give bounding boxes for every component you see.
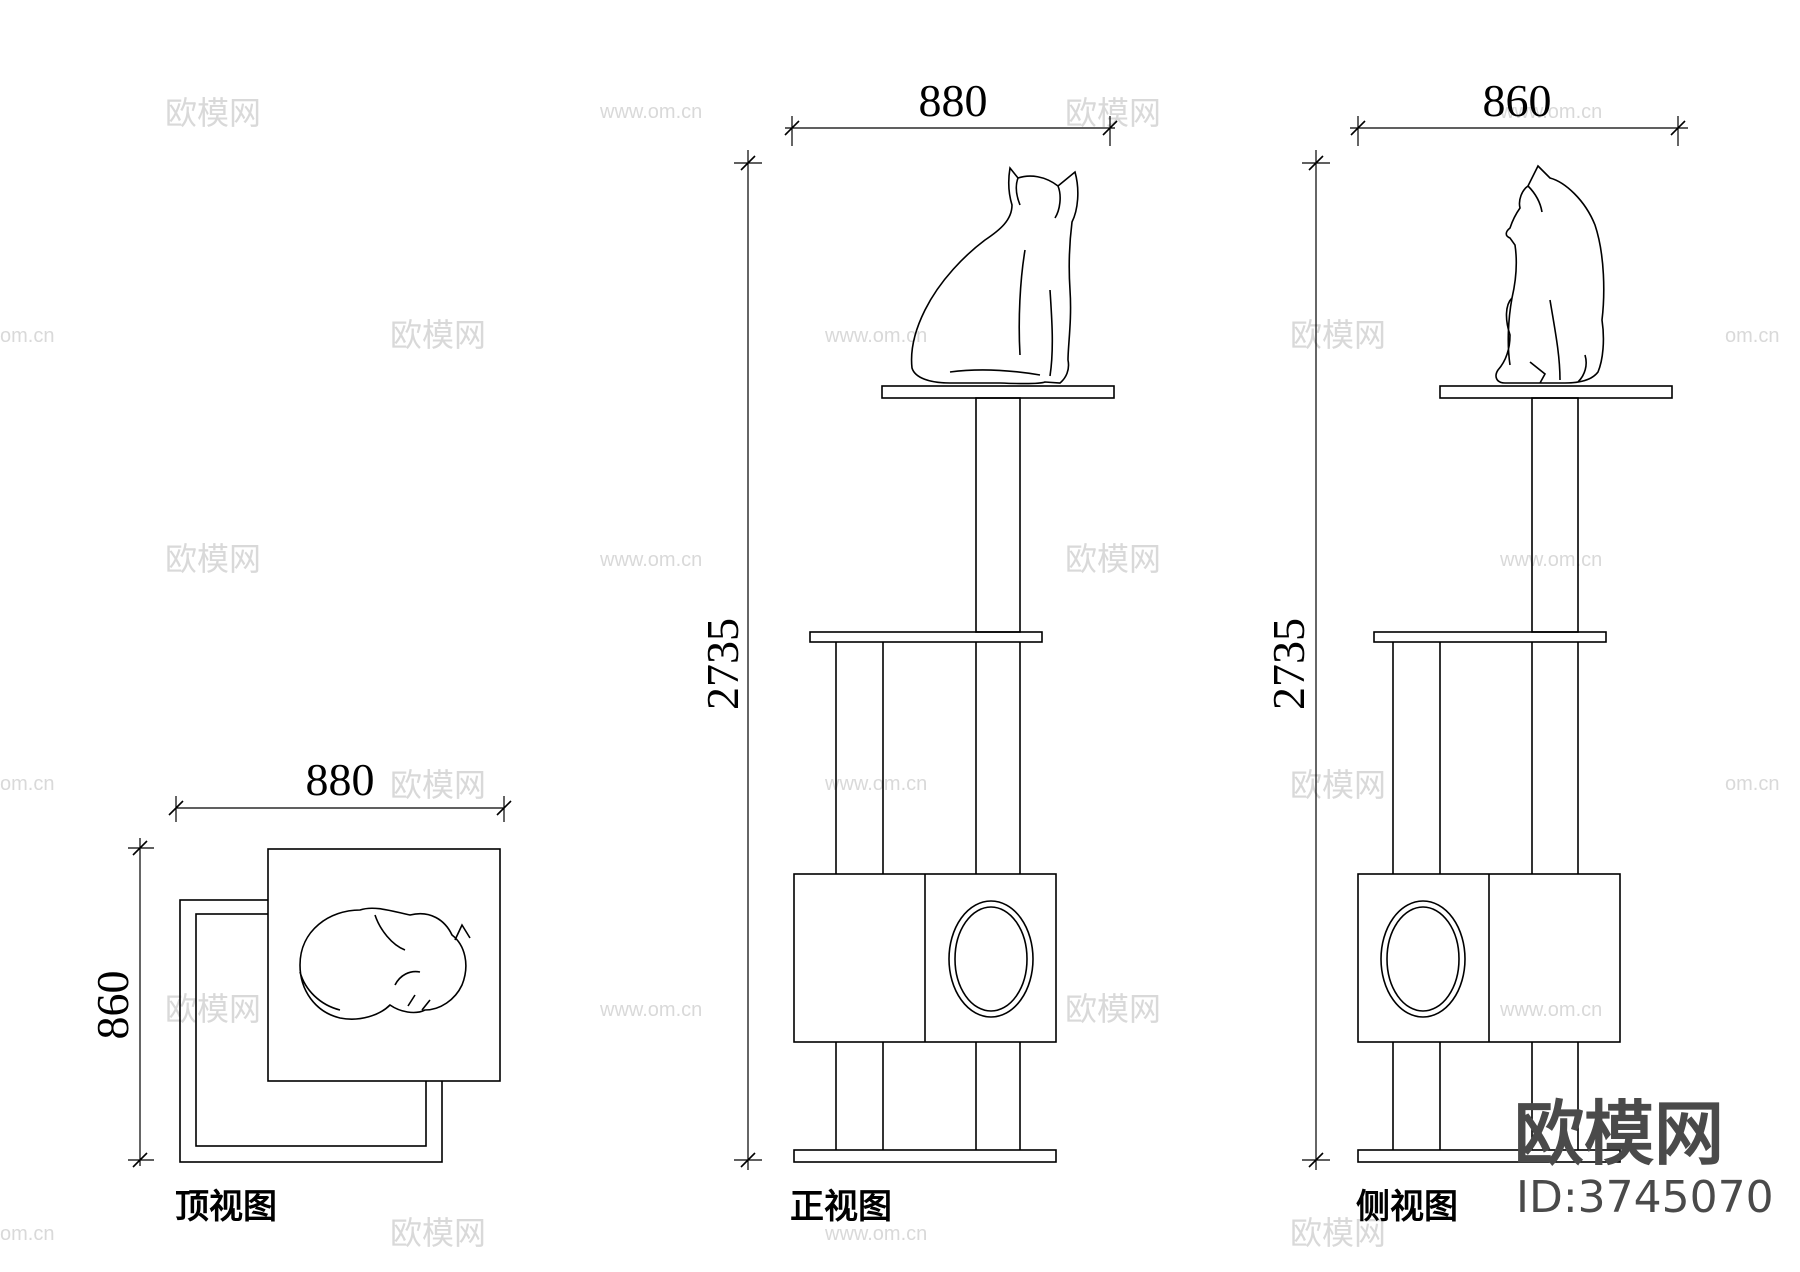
top-platform-outline [267, 848, 501, 1082]
side-view-label: 侧视图 [1356, 1187, 1458, 1227]
center-post [975, 397, 1021, 633]
top-view-width-label: 880 [306, 754, 375, 805]
brand-logo-text: 欧模网 [1514, 1093, 1724, 1175]
watermark-url: om.cn [0, 773, 54, 795]
brand-stamp: 欧模网 ID:3745070 [1514, 1093, 1774, 1223]
top-view-label: 顶视图 [175, 1187, 277, 1227]
top-view-depth-dimension: 860 [87, 838, 154, 1168]
watermark-cn: 欧模网 [1290, 1215, 1386, 1251]
watermark-url: om.cn [0, 325, 54, 347]
watermark-cn: 欧模网 [1065, 541, 1161, 577]
front-view-height-label: 2735 [697, 618, 748, 710]
top-platform [1439, 385, 1673, 399]
middle-platform [809, 631, 1043, 643]
watermark-cn: 欧模网 [390, 317, 486, 353]
center-post [1531, 397, 1579, 633]
watermark-url: www.om.cn [824, 773, 927, 795]
watermark-cn: 欧模网 [165, 541, 261, 577]
side-view-width-label: 860 [1483, 75, 1552, 126]
watermark-url: www.om.cn [824, 1223, 927, 1245]
brand-id: ID:3745070 [1516, 1172, 1774, 1223]
front-view-height-dimension: 2735 [697, 150, 762, 1170]
side-view-height-label: 2735 [1263, 618, 1314, 710]
watermark-url: om.cn [1725, 773, 1779, 795]
top-platform [881, 385, 1115, 399]
watermark-url: www.om.cn [1499, 999, 1602, 1021]
top-view-depth-label: 860 [87, 971, 138, 1040]
watermark-url: www.om.cn [824, 325, 927, 347]
watermark-url: www.om.cn [1499, 549, 1602, 571]
watermark-cn: 欧模网 [165, 95, 261, 131]
base-platform [1357, 1149, 1621, 1163]
house-entry-hole [1380, 900, 1466, 1018]
sleeping-cat-icon [299, 907, 471, 1020]
watermark-cn: 欧模网 [390, 767, 486, 803]
watermark-cn: 欧模网 [165, 991, 261, 1027]
base-platform [793, 1149, 1057, 1163]
watermark-cn: 欧模网 [1065, 991, 1161, 1027]
watermark-url: www.om.cn [1499, 101, 1602, 123]
sitting-cat-icon [910, 166, 1079, 385]
side-view: 860 2735 [1263, 75, 1688, 1170]
watermark-url: www.om.cn [599, 549, 702, 571]
side-view-height-dimension: 2735 [1263, 150, 1330, 1170]
watermark-layer: 欧模网 欧模网 欧模网 欧模网 欧模网 欧模网 欧模网 欧模网 欧模网 欧模网 … [165, 95, 1386, 1251]
front-view-width-label: 880 [919, 75, 988, 126]
front-view-width-dimension: 880 [784, 75, 1118, 146]
watermark-cn: 欧模网 [390, 1215, 486, 1251]
watermark-url: www.om.cn [599, 999, 702, 1021]
house-entry-hole [948, 900, 1034, 1018]
watermark-url: www.om.cn [599, 101, 702, 123]
middle-platform [1373, 631, 1607, 643]
watermark-cn: 欧模网 [1290, 317, 1386, 353]
side-view-width-dimension: 860 [1350, 75, 1688, 146]
top-view: 880 860 [87, 754, 512, 1168]
front-view: 880 2735 [697, 75, 1118, 1170]
sitting-cat-icon [1495, 164, 1605, 384]
watermark-url-layer: www.om.cn www.om.cn om.cn www.om.cn om.c… [0, 101, 1779, 1245]
front-view-label: 正视图 [790, 1187, 892, 1227]
watermark-url: om.cn [0, 1223, 54, 1245]
watermark-url: om.cn [1725, 325, 1779, 347]
top-view-width-dimension: 880 [168, 754, 512, 822]
watermark-cn: 欧模网 [1290, 767, 1386, 803]
